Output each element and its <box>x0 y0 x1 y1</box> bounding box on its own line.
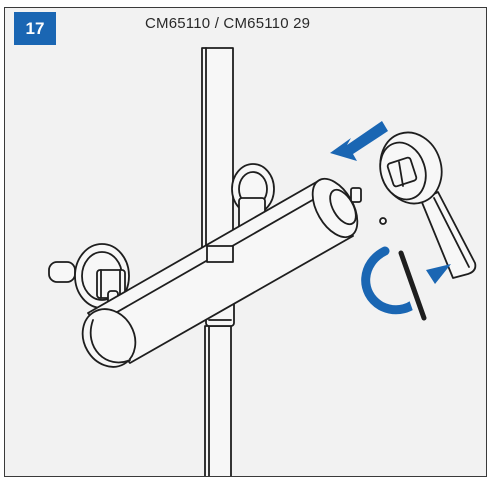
arrow-insert-icon <box>330 121 388 161</box>
left-wall-connector <box>48 243 130 311</box>
body-front-nut <box>206 245 234 263</box>
rotate-clockwise-icon <box>361 245 432 326</box>
thermostatic-mixer-illustration <box>48 47 477 476</box>
instruction-panel <box>4 7 487 477</box>
step-number-badge: 17 <box>14 12 56 45</box>
upper-riser-pipe <box>201 47 234 261</box>
model-code-label: CM65110 / CM65110 29 <box>145 15 311 32</box>
lower-riser-pipe <box>204 325 232 476</box>
spindle <box>350 187 387 225</box>
mixer-body <box>81 177 359 368</box>
rotation-arrow-head <box>426 264 451 284</box>
temperature-handle <box>379 131 477 279</box>
